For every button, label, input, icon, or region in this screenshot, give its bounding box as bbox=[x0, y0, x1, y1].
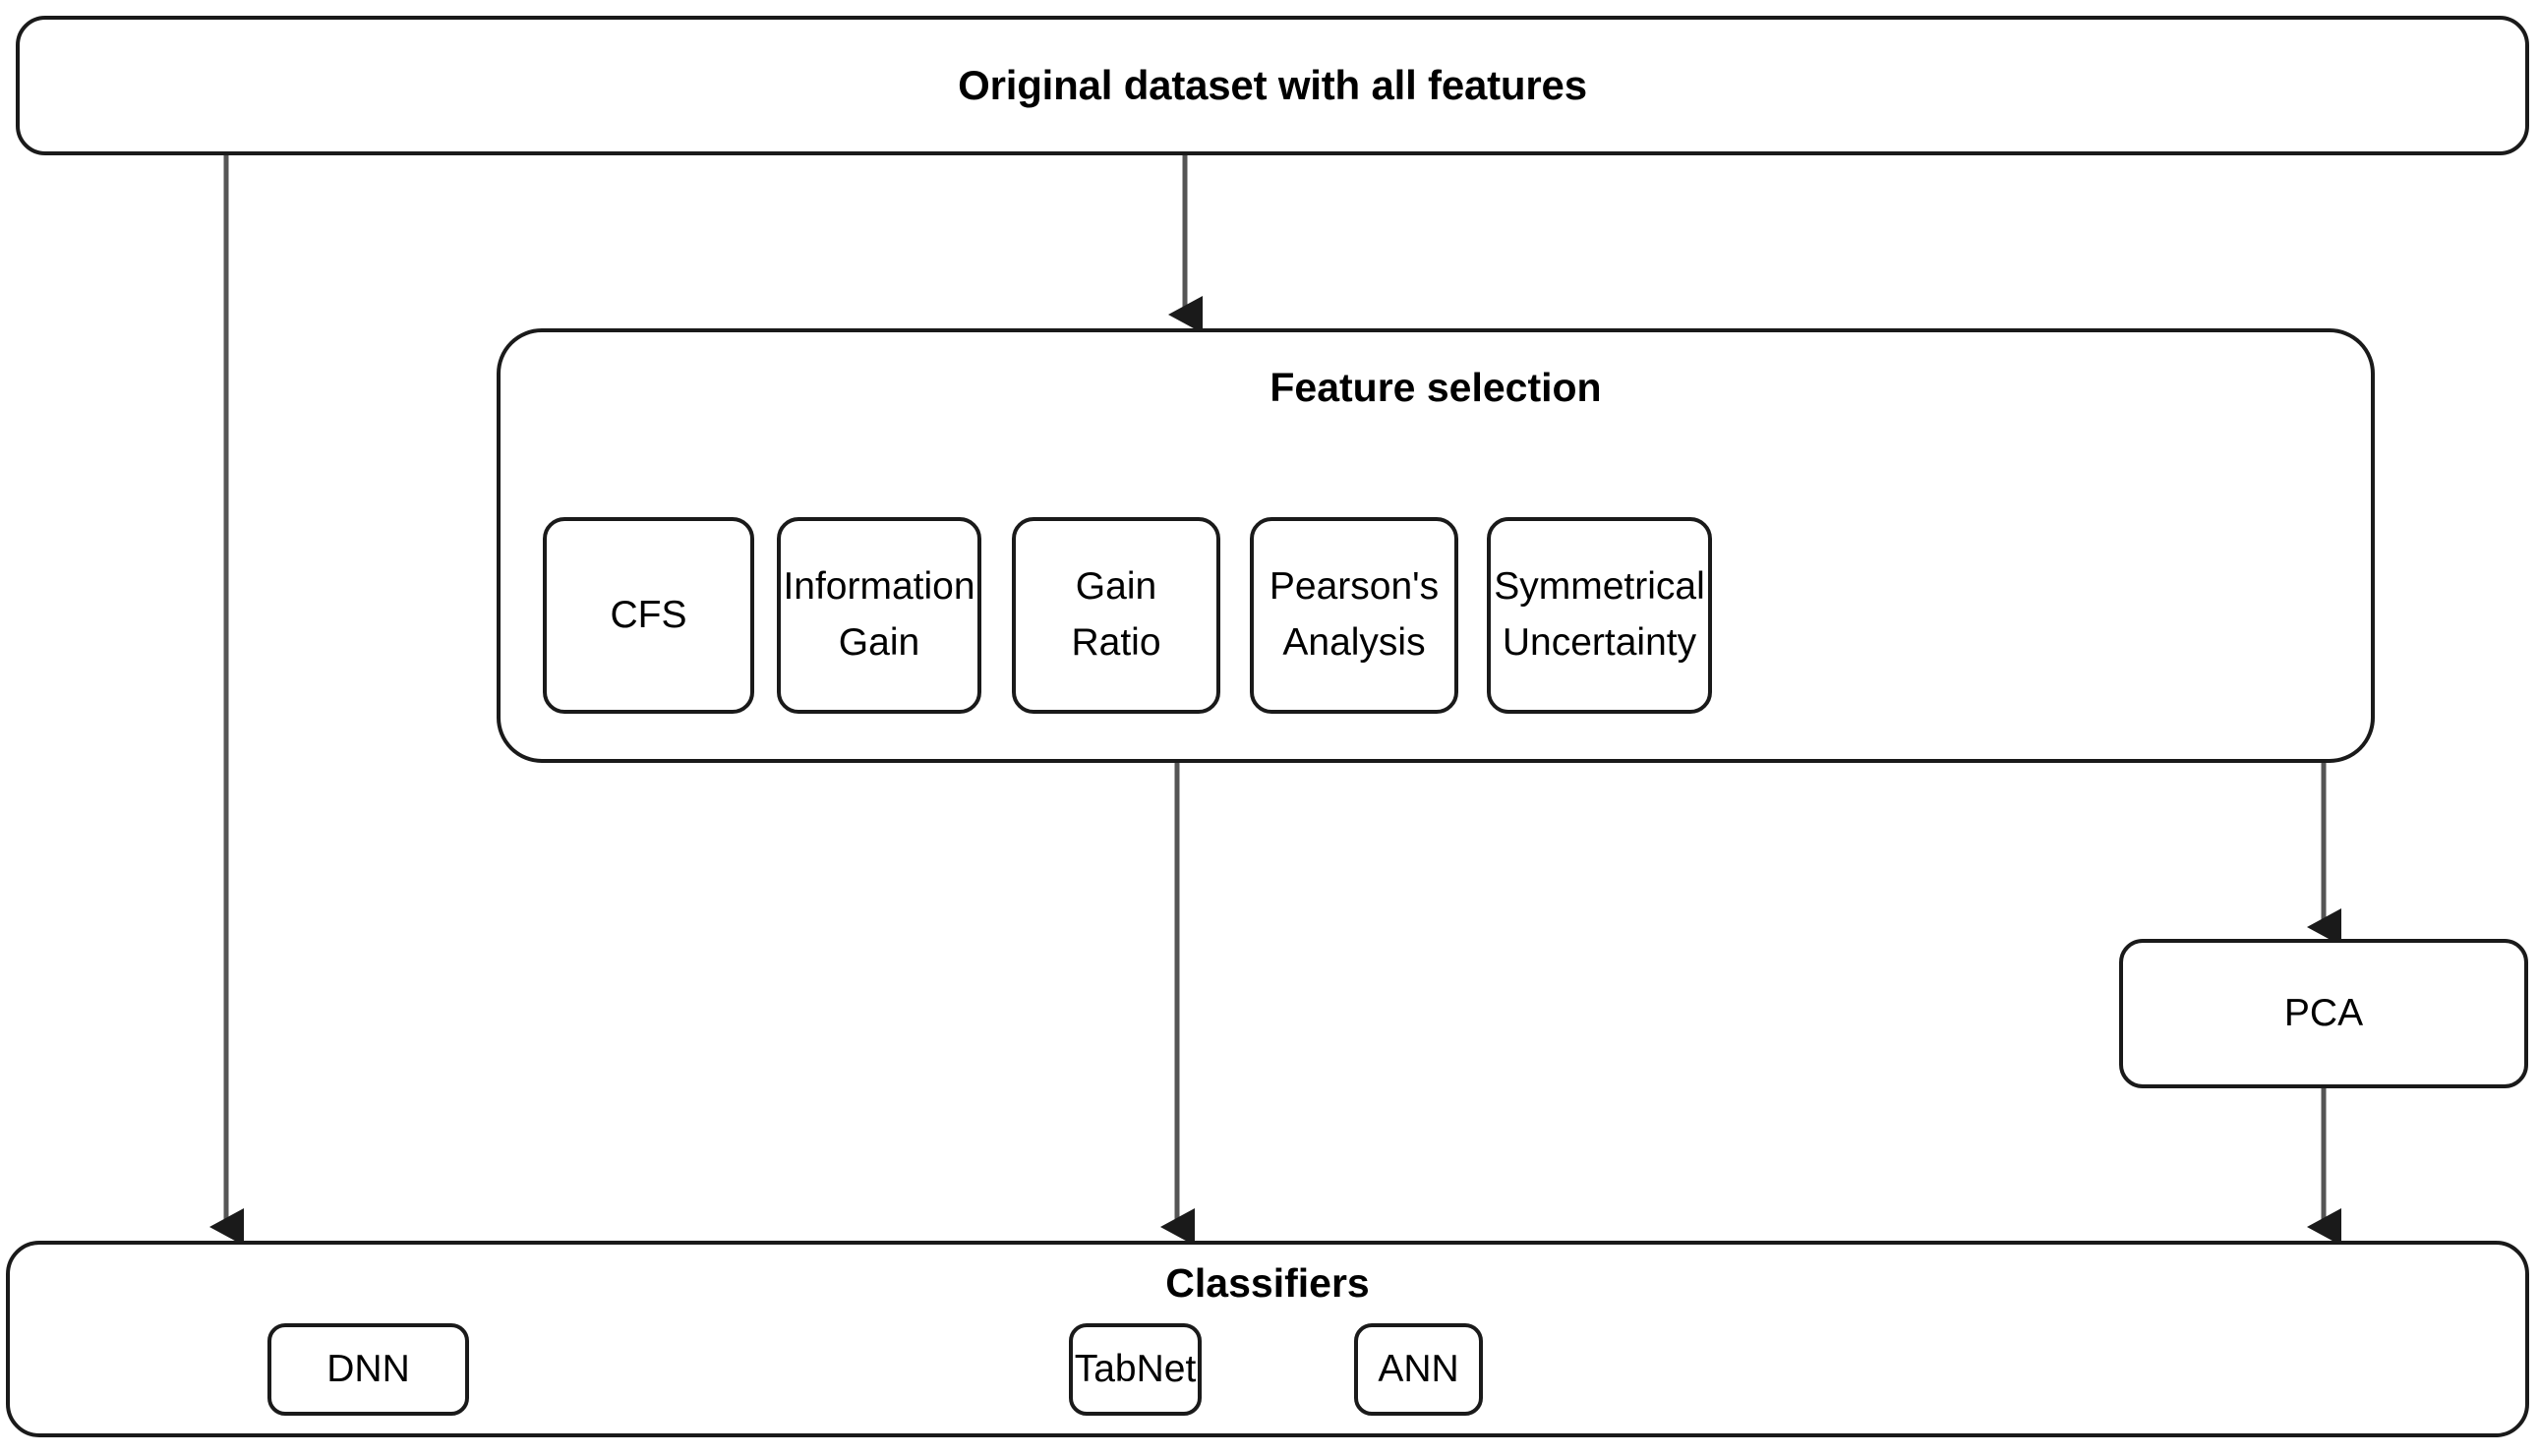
feature-method-label: Pearson's Analysis bbox=[1269, 565, 1440, 664]
feature-method-label: Information Gain bbox=[783, 565, 975, 664]
classifiers-title: Classifiers bbox=[1165, 1260, 1370, 1306]
classifier-tabnet[interactable]: TabNet bbox=[1069, 1323, 1202, 1416]
feature-method-pearsons-analysis[interactable]: Pearson's Analysis bbox=[1250, 517, 1458, 714]
classifier-label: ANN bbox=[1378, 1348, 1459, 1391]
pca-box[interactable]: PCA bbox=[2119, 939, 2528, 1088]
classifier-label: TabNet bbox=[1074, 1348, 1197, 1391]
classifiers-container[interactable]: Classifiers DNN TabNet ANN bbox=[6, 1241, 2529, 1437]
classifier-ann[interactable]: ANN bbox=[1354, 1323, 1483, 1416]
feature-method-label: CFS bbox=[610, 593, 687, 636]
original-dataset-label: Original dataset with all features bbox=[958, 61, 1587, 108]
original-dataset-box[interactable]: Original dataset with all features bbox=[16, 16, 2529, 155]
feature-method-information-gain[interactable]: Information Gain bbox=[777, 517, 981, 714]
feature-method-symmetrical-uncertainty[interactable]: Symmetrical Uncertainty bbox=[1487, 517, 1712, 714]
feature-selection-container[interactable]: Feature selection CFS Information Gain G… bbox=[497, 328, 2375, 763]
classifier-dnn[interactable]: DNN bbox=[267, 1323, 469, 1416]
pca-label: PCA bbox=[2283, 992, 2364, 1035]
feature-method-label: Symmetrical Uncertainty bbox=[1494, 565, 1705, 664]
feature-selection-title: Feature selection bbox=[1270, 365, 1602, 410]
feature-method-cfs[interactable]: CFS bbox=[543, 517, 754, 714]
classifier-label: DNN bbox=[326, 1348, 410, 1391]
feature-method-gain-ratio[interactable]: Gain Ratio bbox=[1012, 517, 1220, 714]
feature-method-label: Gain Ratio bbox=[1071, 565, 1161, 664]
